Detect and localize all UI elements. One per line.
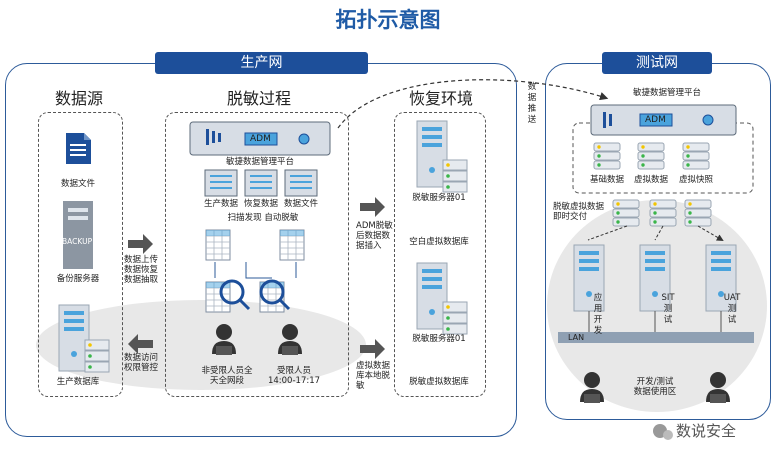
source-label-0: 生产数据 [203, 199, 238, 209]
restore-box [394, 112, 486, 397]
restricted-user-icon [278, 324, 302, 355]
restore-server-1-label: 脱敏服务器01 [412, 193, 466, 203]
test-user-icon [706, 372, 730, 403]
lan-label: LAN [568, 333, 585, 342]
lan-bar [558, 332, 754, 343]
access-arrow-label: 数据访问 权限管控 [124, 353, 159, 373]
desensitize-box [165, 112, 349, 397]
push-label: 数据推送 [527, 82, 537, 125]
test-zone-label: 开发/测试 数据使用区 [633, 377, 677, 397]
data-source-title: 数据源 [55, 89, 104, 108]
magnifier-icon [219, 279, 245, 305]
env-label-2: UAT 测 试 [723, 293, 741, 325]
source-label-1: 恢复数据 [243, 199, 278, 209]
data-source-box [38, 112, 123, 397]
test-db-label-2: 虚拟快照 [678, 175, 713, 185]
restore-title: 恢复环境 [409, 89, 474, 108]
virtual-load-label: 虚拟数据 库本地脱 敏 [356, 361, 391, 391]
watermark: 数说安全 [676, 422, 737, 440]
backup-server-icon [63, 201, 93, 269]
test-network-tag: 测试网 [602, 52, 712, 74]
test-platform-label: 敏捷数据管理平台 [632, 88, 701, 98]
data-file-label: 数据文件 [60, 179, 95, 189]
test-adm-label: ADM [645, 115, 666, 125]
desensitize-title: 脱敏过程 [227, 89, 292, 108]
restricted-user-label: 受限人员 14:00-17:17 [267, 366, 321, 386]
test-db-label-0: 基础数据 [589, 175, 624, 185]
env-label-0: 应 用 开 发 [593, 293, 603, 336]
source-label-2: 数据文件 [283, 199, 318, 209]
restore-server-2-label: 脱敏服务器01 [412, 334, 466, 344]
production-db-label: 生产数据库 [56, 377, 100, 387]
backup-text: BACKUP [62, 237, 93, 246]
deliver-label: 脱敏虚拟数据 即时交付 [553, 202, 605, 222]
unrestricted-user-icon [212, 324, 236, 355]
backup-server-label: 备份服务器 [56, 274, 100, 284]
restore-db-2-label: 脱敏虚拟数据库 [409, 377, 469, 387]
restore-db-1-label: 空白虚拟数据库 [409, 237, 469, 247]
adm-label: ADM [250, 134, 271, 144]
env-label-1: SIT 测 试 [661, 293, 675, 325]
data-file-icon [66, 133, 91, 164]
upload-arrow-label: 数据上传 数据恢复 数据抽取 [124, 255, 159, 285]
scan-label: 扫描发现 自动脱敏 [227, 213, 299, 223]
unrestricted-user-label: 非受限人员全 天全网段 [201, 366, 253, 386]
adm-insert-label: ADM脱敏 后数据数 据插入 [356, 221, 393, 251]
test-db-label-1: 虚拟数据 [633, 175, 668, 185]
dev-user-icon [580, 372, 604, 403]
page-title: 拓扑示意图 [335, 8, 441, 32]
production-network-tag: 生产网 [155, 52, 368, 74]
desensitize-platform-label: 敏捷数据管理平台 [225, 157, 294, 167]
